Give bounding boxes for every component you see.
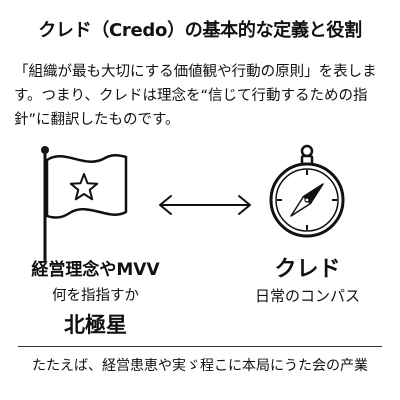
arrow-head-right	[238, 195, 251, 215]
left-heading: 経営理念やMVV	[31, 260, 160, 280]
compass-icon	[262, 140, 352, 250]
left-subheading: 何を指指すか	[52, 288, 139, 304]
left-label: 北極星	[64, 313, 127, 337]
star-icon	[69, 173, 99, 201]
flag-star-icon	[30, 140, 140, 265]
right-subheading: 日常のコンパス	[254, 287, 360, 305]
compass-center-dot	[304, 197, 310, 203]
right-heading: クレド	[274, 257, 341, 282]
arrow-head-left	[159, 195, 172, 215]
intro-paragraph: 「組織が最も大切にする価値観や行動の原則」を表します。つまり、クレドは理念を“信…	[14, 64, 377, 128]
flag-pole-knob	[41, 146, 49, 154]
page-title: クレド（Credo）の基本的な定義と役割	[38, 20, 362, 41]
double-arrow-icon	[155, 190, 255, 220]
divider	[18, 346, 382, 347]
compass-ring-knob	[300, 144, 314, 158]
footer-text: たたえば、経営患恵や実ゞ程こに本局にうた会の产業	[32, 358, 368, 374]
